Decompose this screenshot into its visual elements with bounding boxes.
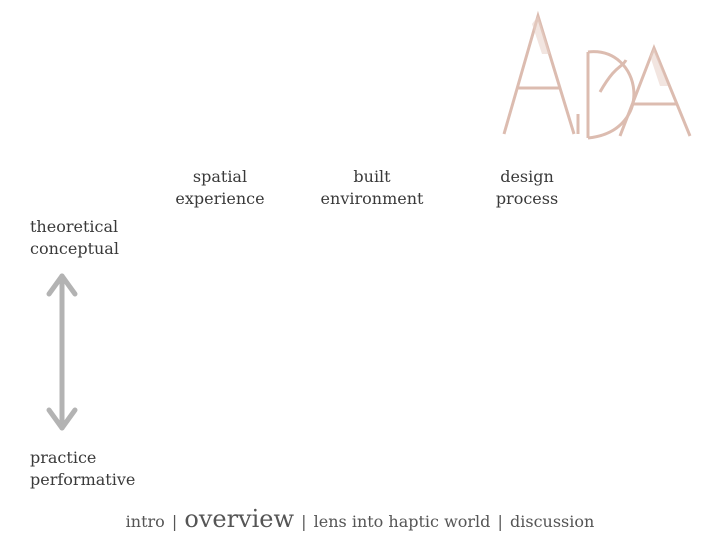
row-label-line: practice xyxy=(30,448,97,467)
nav-separator: | xyxy=(497,512,503,531)
column-header-line: design xyxy=(500,167,554,186)
section-navigation: intro | overview | lens into haptic worl… xyxy=(0,505,720,533)
column-header-line: spatial xyxy=(192,167,248,186)
column-header-line: built xyxy=(353,167,391,186)
nav-separator: | xyxy=(171,512,178,531)
nav-item-lens-into-haptic-world[interactable]: lens into haptic world xyxy=(313,512,491,531)
row-label-theoretical-conceptual: theoretical conceptual xyxy=(30,216,119,260)
double-headed-vertical-arrow-icon xyxy=(46,273,78,431)
row-label-line: performative xyxy=(30,470,136,489)
column-header-line: experience xyxy=(175,189,265,208)
column-header-line: environment xyxy=(320,189,424,208)
nav-item-overview-current[interactable]: overview xyxy=(184,505,295,533)
row-label-line: conceptual xyxy=(30,239,119,258)
row-label-practice-performative: practice performative xyxy=(30,447,135,491)
column-header-built-environment: built environment xyxy=(311,166,433,210)
row-label-line: theoretical xyxy=(30,217,119,236)
column-header-spatial-experience: spatial experience xyxy=(160,166,280,210)
nav-separator: | xyxy=(301,512,307,531)
nav-item-discussion[interactable]: discussion xyxy=(510,512,595,531)
column-header-line: process xyxy=(495,189,559,208)
column-header-design-process: design process xyxy=(477,166,577,210)
nav-item-intro[interactable]: intro xyxy=(125,512,165,531)
ada-logo xyxy=(502,10,692,140)
